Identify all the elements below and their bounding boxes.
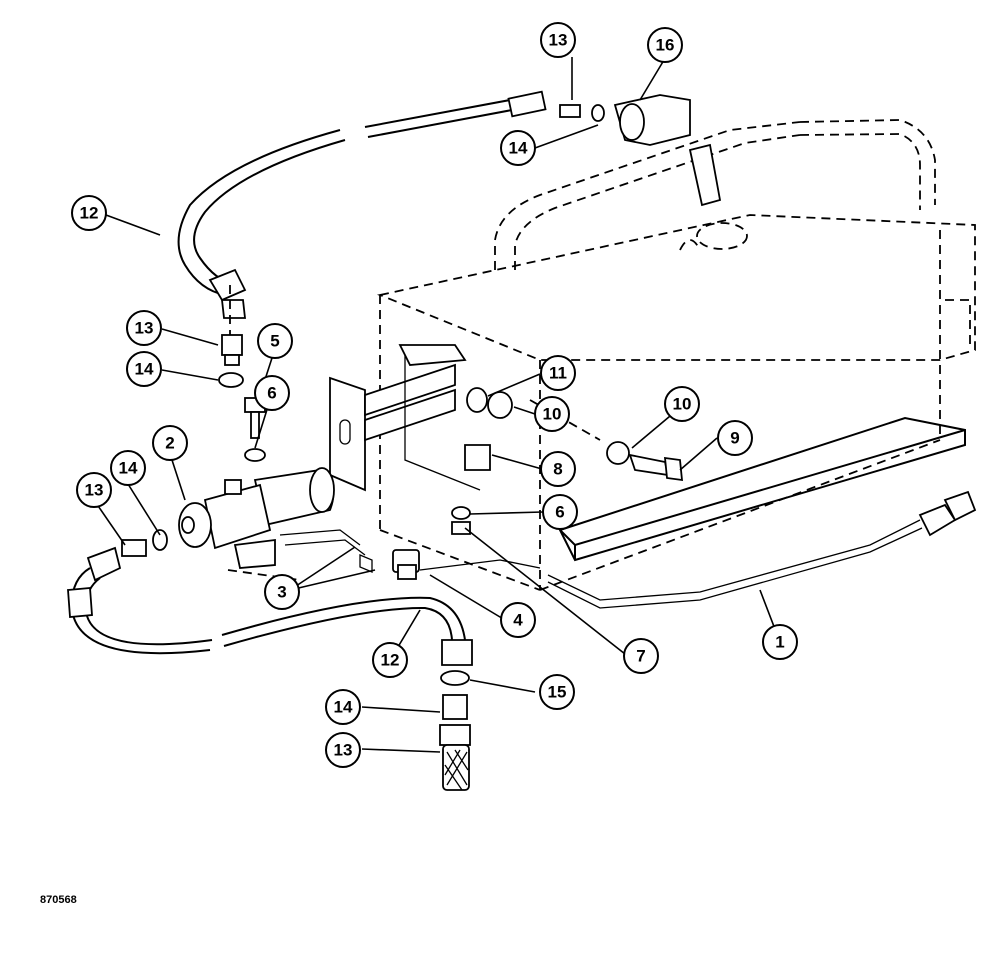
callout-c13b: 13 — [126, 310, 162, 346]
water-tank — [376, 119, 976, 591]
wiring — [359, 490, 977, 609]
callout-label: 2 — [165, 434, 174, 453]
pump-assembly — [178, 467, 366, 569]
callout-label: 7 — [636, 647, 645, 666]
callout-c2: 2 — [152, 425, 188, 461]
callout-label: 12 — [381, 651, 400, 670]
callout-c9: 9 — [717, 420, 753, 456]
fittings — [121, 94, 722, 791]
callout-label: 8 — [553, 460, 562, 479]
callout-c3: 3 — [264, 574, 300, 610]
callout-c12b: 12 — [372, 642, 408, 678]
callout-label: 12 — [80, 204, 99, 223]
callout-c14a: 14 — [500, 130, 536, 166]
leader-lines — [93, 57, 779, 753]
callout-c11: 11 — [540, 355, 576, 391]
callout-c10b: 10 — [664, 386, 700, 422]
callout-c5: 5 — [257, 323, 293, 359]
callout-label: 5 — [270, 332, 279, 351]
upper-hose — [177, 90, 547, 319]
skid-rail — [558, 416, 966, 562]
callout-label: 13 — [135, 319, 154, 338]
callout-label: 6 — [267, 384, 276, 403]
callout-label: 1 — [775, 633, 784, 652]
callout-label: 9 — [730, 429, 739, 448]
callout-c7: 7 — [623, 638, 659, 674]
callout-label: 14 — [119, 459, 138, 478]
callout-c16: 16 — [647, 27, 683, 63]
callout-c6a: 6 — [254, 375, 290, 411]
callout-c4: 4 — [500, 602, 536, 638]
callout-label: 16 — [656, 36, 675, 55]
callout-label: 10 — [673, 395, 692, 414]
callout-label: 14 — [334, 698, 353, 717]
mount-bracket — [329, 344, 491, 492]
callout-c10a: 10 — [534, 396, 570, 432]
callout-label: 14 — [135, 360, 154, 379]
callout-label: 3 — [277, 583, 286, 602]
callout-c8: 8 — [540, 451, 576, 487]
callout-c13d: 14 — [325, 689, 361, 725]
callout-label: 13 — [334, 741, 353, 760]
callout-label: 11 — [549, 364, 567, 383]
callout-c12a: 12 — [71, 195, 107, 231]
callout-label: 13 — [549, 31, 568, 50]
callout-label: 15 — [548, 683, 567, 702]
callout-label: 10 — [543, 405, 562, 424]
callout-label: 4 — [513, 611, 523, 630]
callout-c14d: 15 — [539, 674, 575, 710]
callout-label: 13 — [85, 481, 104, 500]
callout-c14c: 14 — [110, 450, 146, 486]
callout-c14b: 14 — [126, 351, 162, 387]
lower-hose — [67, 546, 473, 666]
callout-c13c: 13 — [76, 472, 112, 508]
callout-c15: 13 — [325, 732, 361, 768]
callout-c13a: 13 — [540, 22, 576, 58]
callout-c1: 1 — [762, 624, 798, 660]
figure-code: 870568 — [40, 894, 77, 906]
callout-label: 14 — [509, 139, 528, 158]
callout-c6b: 6 — [542, 494, 578, 530]
callout-label: 6 — [555, 503, 564, 522]
